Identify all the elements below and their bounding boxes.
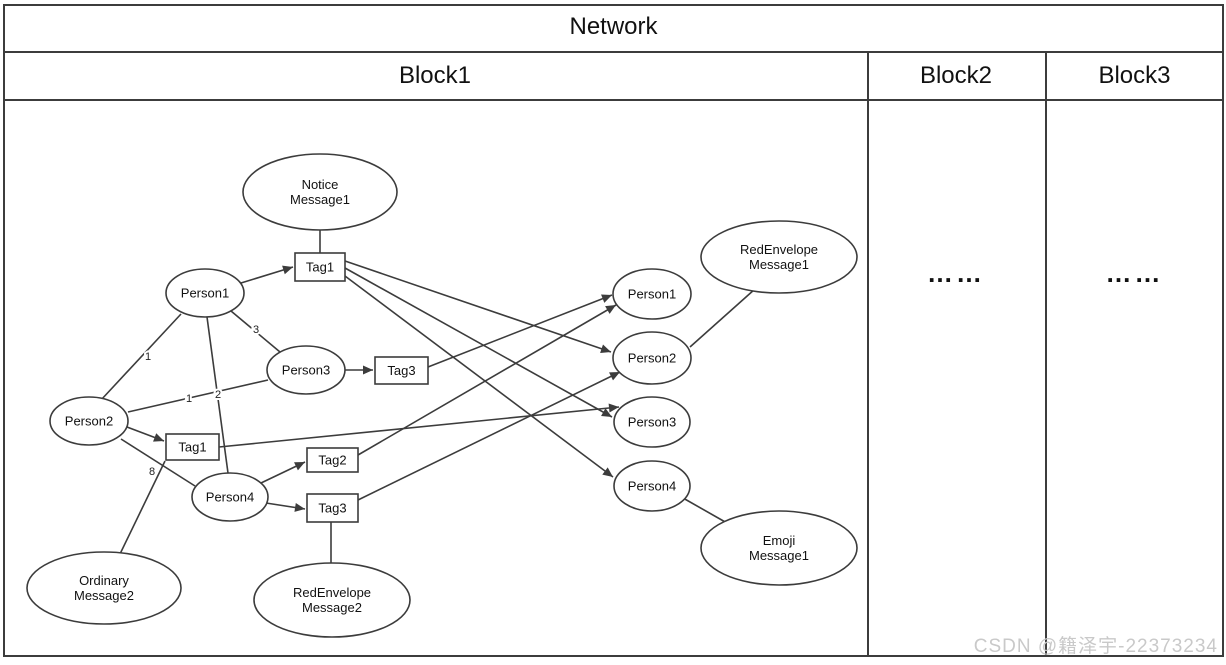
csdn-watermark: CSDN @籍泽宇-22373234 — [973, 636, 1218, 657]
person3-left-label: Person3 — [282, 363, 330, 378]
person4-right-node — [613, 460, 691, 512]
edge-tag1-top--person3-right — [344, 267, 613, 418]
person3-right-label: Person3 — [628, 415, 676, 430]
edge-person1--tag1-top — [240, 265, 294, 284]
person3-right-node — [613, 396, 691, 448]
redenvelope-message1-node — [700, 220, 858, 294]
edge-tag1-lower--person3-right — [218, 403, 620, 448]
tag3-upper-node — [374, 356, 429, 385]
tag1-top-node — [294, 252, 346, 282]
person1-left-label: Person1 — [181, 286, 229, 301]
edge-person2--person4 — [120, 438, 196, 487]
tag1-lower-node — [165, 433, 220, 461]
person1-right-label: Person1 — [628, 287, 676, 302]
tag3-lower-label: Tag3 — [318, 501, 346, 516]
block1-block2-divider — [867, 51, 869, 657]
edge-person2--tag1-lower — [126, 426, 165, 442]
tag1-top-label: Tag1 — [306, 260, 334, 275]
block2-block3-divider — [1045, 51, 1047, 657]
edge-weight-ordinary-message2--tag1-lower: 8 — [149, 466, 155, 478]
person4-right-label: Person4 — [628, 479, 676, 494]
edge-tag2--person1-right — [357, 304, 617, 456]
block2-ellipsis: …… — [927, 258, 985, 288]
block1-header: Block1 — [398, 62, 472, 89]
edge-weight-person1--person4: 2 — [215, 389, 221, 401]
edge-labels-layer: 8 1 3 1 2 — [143, 322, 261, 480]
person2-left-label: Person2 — [65, 414, 113, 429]
edge-weight-person1--person2: 1 — [145, 351, 151, 363]
edge-tag3-upper--person1-right — [427, 294, 613, 368]
edge-weight-person2--person3: 1 — [186, 393, 192, 405]
block3-ellipsis: …… — [1105, 258, 1164, 288]
tag2-label: Tag2 — [318, 453, 346, 468]
person1-left-node — [165, 268, 245, 318]
edge-tag1-top--person4-right — [344, 275, 614, 478]
edges-layer — [100, 230, 756, 563]
header-row-divider — [3, 99, 1224, 101]
edge-tag1-top--person2-right — [344, 260, 612, 354]
edge-weight-person1--person3: 3 — [253, 324, 259, 336]
edge-person4--tag3-lower — [265, 502, 306, 512]
tag3-lower-node — [306, 493, 359, 523]
person2-right-node — [612, 331, 692, 385]
notice-message1-node — [242, 153, 398, 231]
person3-left-node — [266, 345, 346, 395]
edge-person4-right--emoji-message1 — [682, 497, 728, 524]
edge-person1--person2 — [100, 313, 182, 401]
outer-border — [3, 4, 1224, 657]
tag2-node — [306, 447, 359, 473]
person1-right-node — [612, 268, 692, 320]
emoji-message1-node — [700, 510, 858, 586]
person2-right-label: Person2 — [628, 351, 676, 366]
edge-tag3-lower--person2-right — [357, 371, 621, 501]
edge-ordinary-message2--tag1-lower — [119, 460, 166, 555]
edge-person4--tag2 — [260, 461, 306, 484]
tag3-upper-label: Tag3 — [387, 363, 415, 378]
title-row-divider — [3, 51, 1224, 53]
block2-header: Block2 — [919, 62, 993, 89]
person2-left-node — [49, 396, 129, 446]
edge-person1--person3 — [230, 310, 281, 353]
edge-person2-right--redenvelope-message1 — [689, 288, 756, 348]
network-title: Network — [569, 13, 658, 40]
redenvelope-message2-node — [253, 562, 411, 638]
edge-person2--person3 — [127, 379, 269, 413]
person4-left-label: Person4 — [206, 490, 254, 505]
ordinary-message2-node — [26, 551, 182, 625]
tag1-lower-label: Tag1 — [178, 440, 206, 455]
person4-left-node — [191, 472, 269, 522]
block3-header: Block3 — [1098, 62, 1171, 89]
